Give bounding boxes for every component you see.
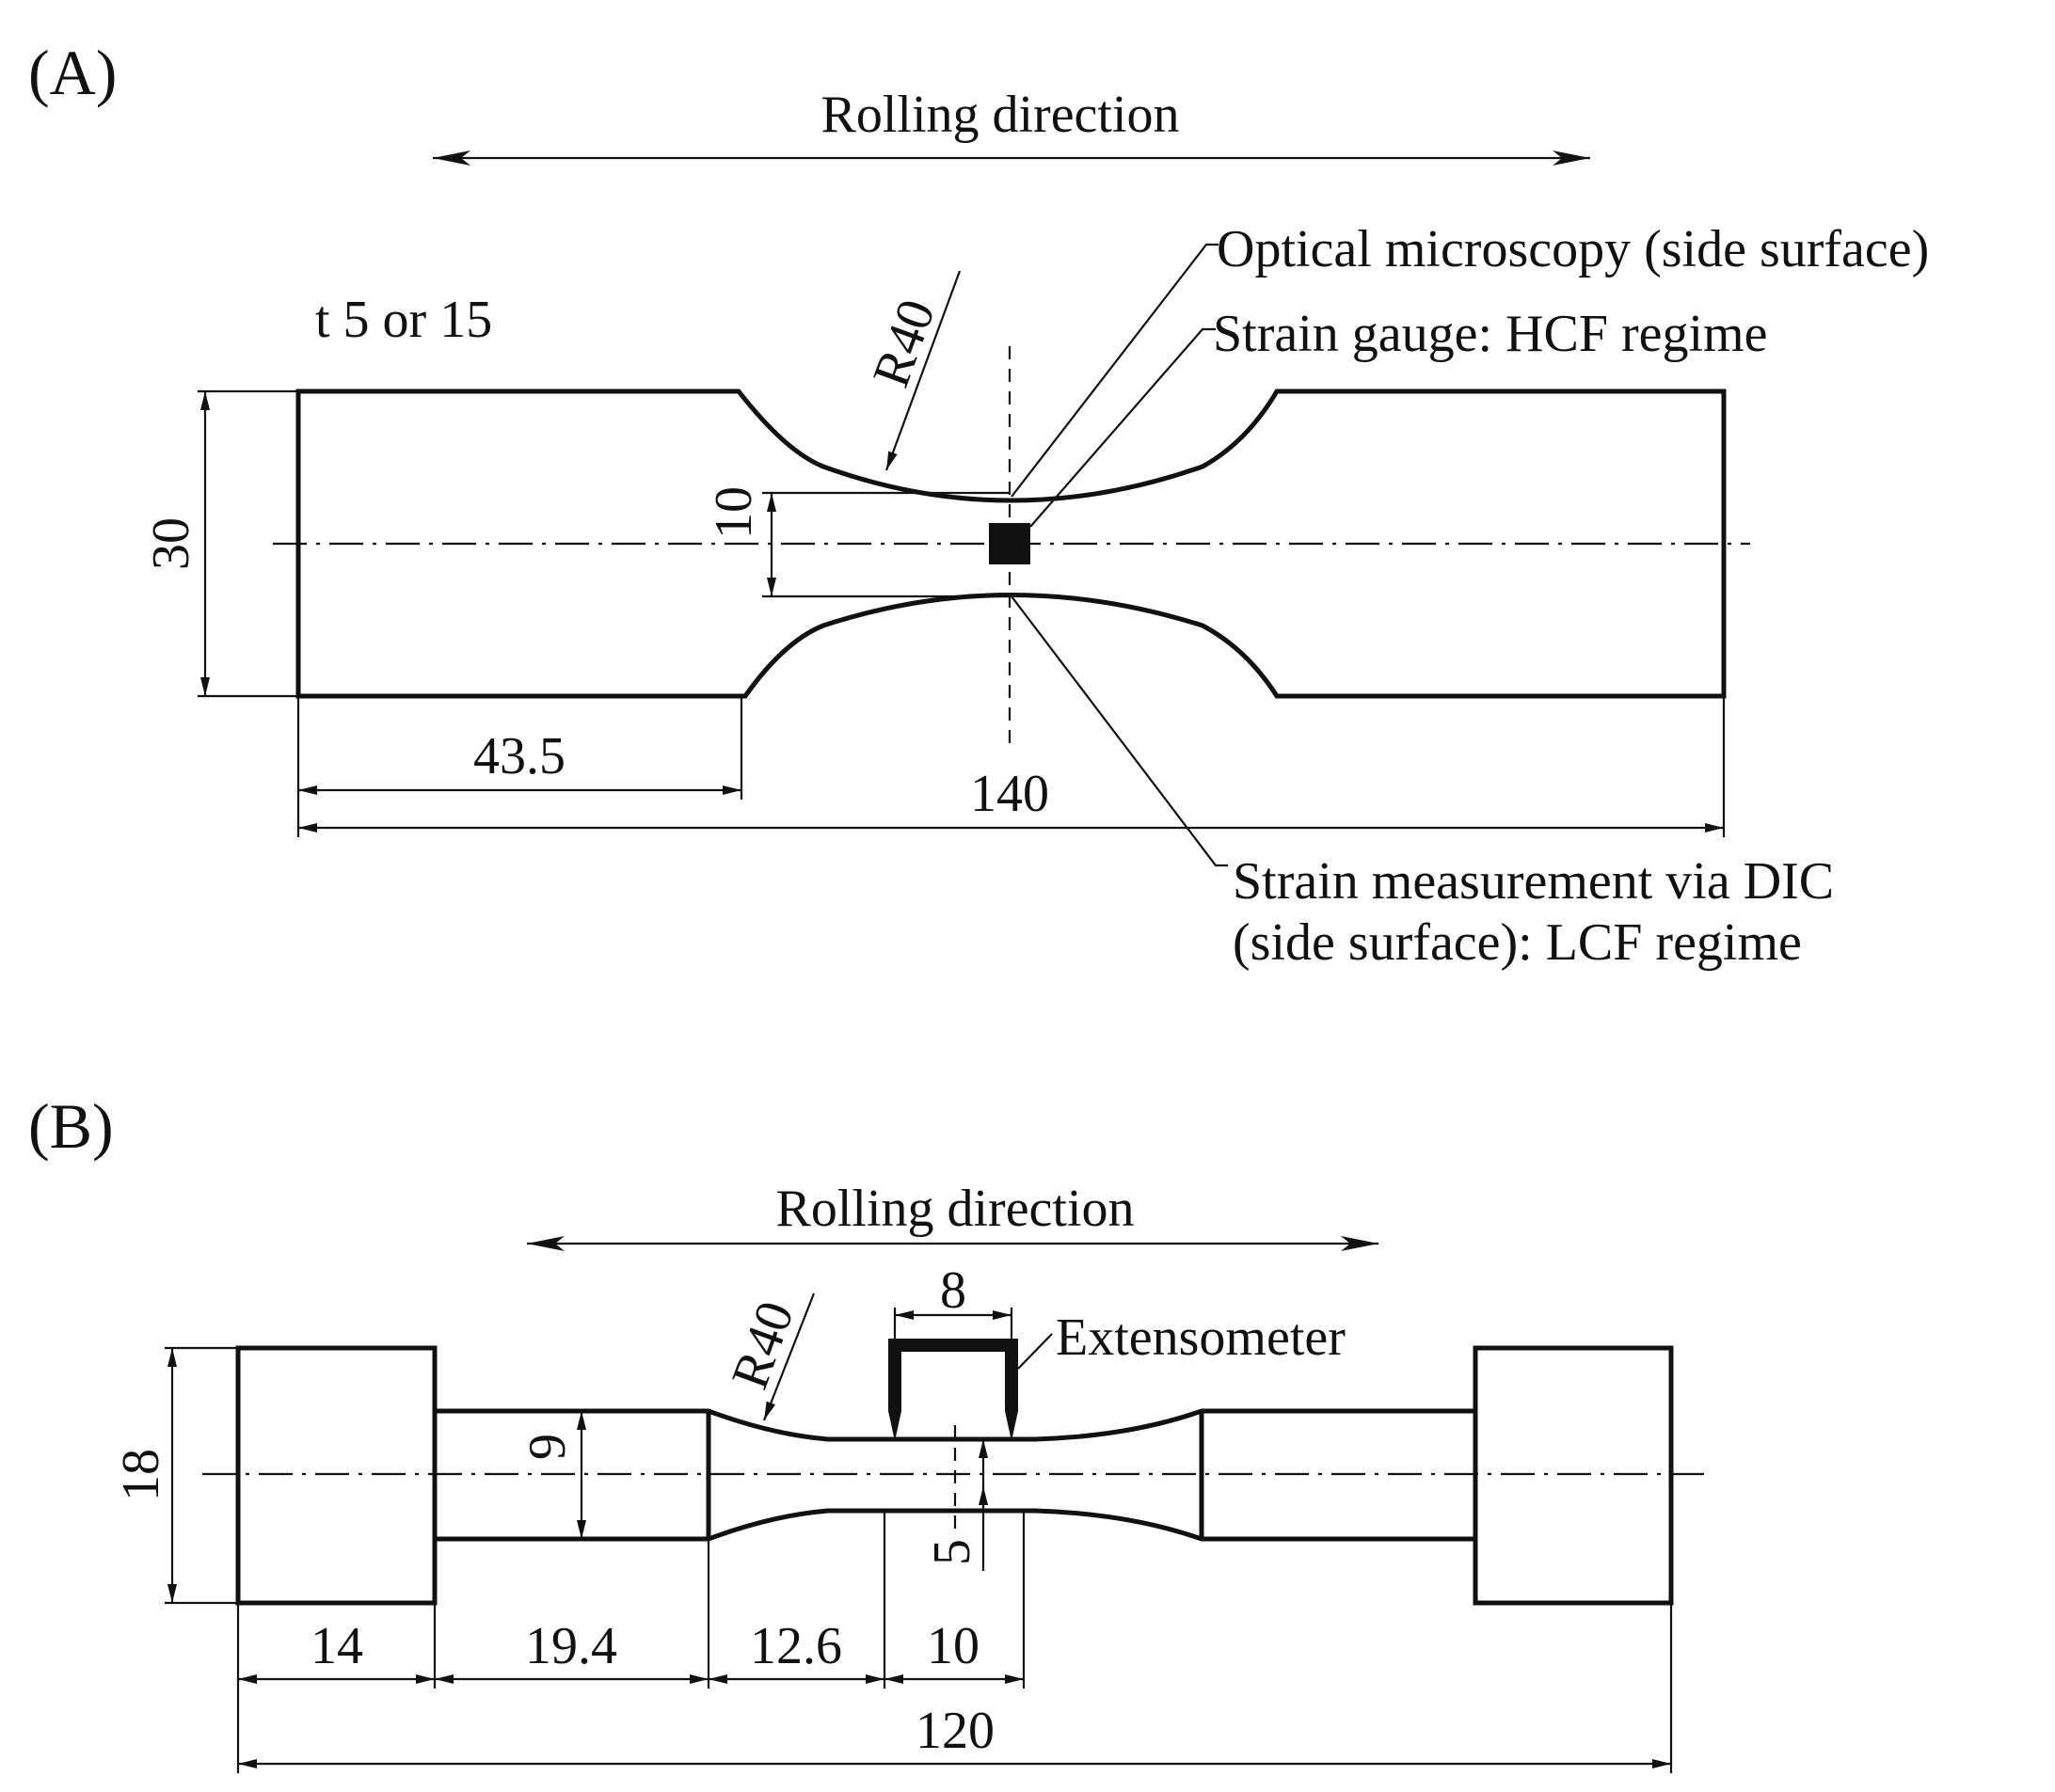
callout-line-dic	[1011, 595, 1228, 867]
rolling-direction-label-a: Rolling direction	[820, 86, 1179, 144]
callout-dic-line1: Strain measurement via DIC	[1233, 852, 1834, 911]
dim-30-label: 30	[142, 517, 200, 570]
callout-dic-line2: (side surface): LCF regime	[1233, 913, 1802, 972]
dim-19-label: 19.4	[525, 1617, 617, 1675]
dim-9-label: 9	[518, 1434, 577, 1460]
dim-14-label: 14	[311, 1617, 363, 1675]
extensometer-label: Extensometer	[1056, 1308, 1346, 1367]
panel-a: (A) Rolling direction t 5 or 15 R40 Opti…	[28, 37, 1929, 972]
callout-optical: Optical microscopy (side surface)	[1217, 220, 1929, 278]
panel-b: (B) Rolling direction Extensometer 8 R40…	[28, 1090, 1708, 1773]
dim-140-label: 140	[970, 765, 1049, 823]
specimen-a-outline	[295, 389, 1727, 699]
panel-b-label: (B)	[28, 1090, 114, 1162]
dim-10-label: 10	[705, 486, 763, 539]
thickness-label: t 5 or 15	[315, 291, 492, 349]
rolling-direction-label-b: Rolling direction	[775, 1180, 1134, 1238]
dim-18-label: 18	[112, 1449, 170, 1501]
extensometer-clip	[888, 1339, 1018, 1441]
callout-line-gauge	[1029, 327, 1216, 528]
radius-leader-b	[762, 1292, 816, 1421]
right-grip	[1473, 1345, 1674, 1606]
callout-line-optical	[1011, 243, 1219, 498]
dim-12-label: 12.6	[750, 1617, 842, 1675]
callout-gauge: Strain gauge: HCF regime	[1213, 305, 1767, 363]
strain-gauge-square	[989, 523, 1030, 564]
specimen-b-outline	[435, 1408, 1475, 1542]
left-grip	[235, 1345, 438, 1606]
dim-120-label: 120	[916, 1702, 995, 1760]
panel-a-label: (A)	[28, 37, 117, 108]
radius-leader-a	[884, 270, 962, 471]
dim-43-label: 43.5	[473, 727, 566, 785]
extensometer-leader	[1017, 1333, 1053, 1370]
radius-label-a: R40	[862, 293, 947, 395]
radius-label-b: R40	[721, 1294, 805, 1397]
dim-10b-label: 10	[927, 1617, 980, 1675]
dim-5-label: 5	[923, 1539, 981, 1565]
dim-8-label: 8	[940, 1261, 966, 1320]
